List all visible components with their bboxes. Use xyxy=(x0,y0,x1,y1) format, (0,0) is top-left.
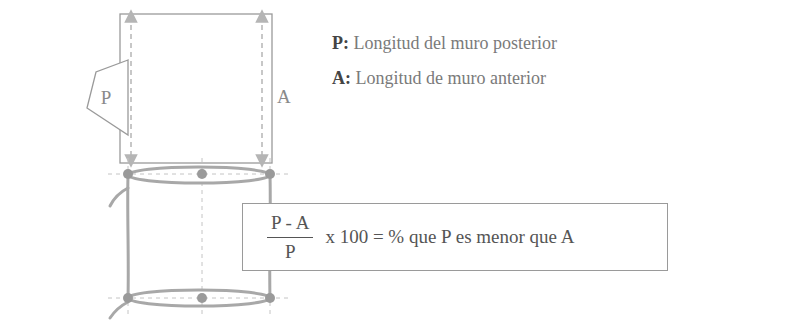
legend-text: A: Longitud de muro anterior xyxy=(332,68,546,89)
fraction: P - AP xyxy=(267,212,313,263)
legend-text: P: Longitud del muro posterior xyxy=(332,33,557,54)
wall-letter: P xyxy=(101,87,112,109)
formula-text: x 100 = % que P es menor que A xyxy=(325,226,574,248)
room-outline xyxy=(120,14,272,163)
numerator: P - A xyxy=(267,212,313,238)
flap-shape xyxy=(87,60,128,135)
posterior-wall-dimension xyxy=(130,16,132,161)
denominator: P xyxy=(285,238,296,263)
formula-box: P - APx 100 = % que P es menor que A xyxy=(242,203,668,271)
wall-flap: P xyxy=(86,58,130,138)
wall-letter: A xyxy=(277,86,291,108)
anterior-wall-dimension xyxy=(261,16,263,161)
